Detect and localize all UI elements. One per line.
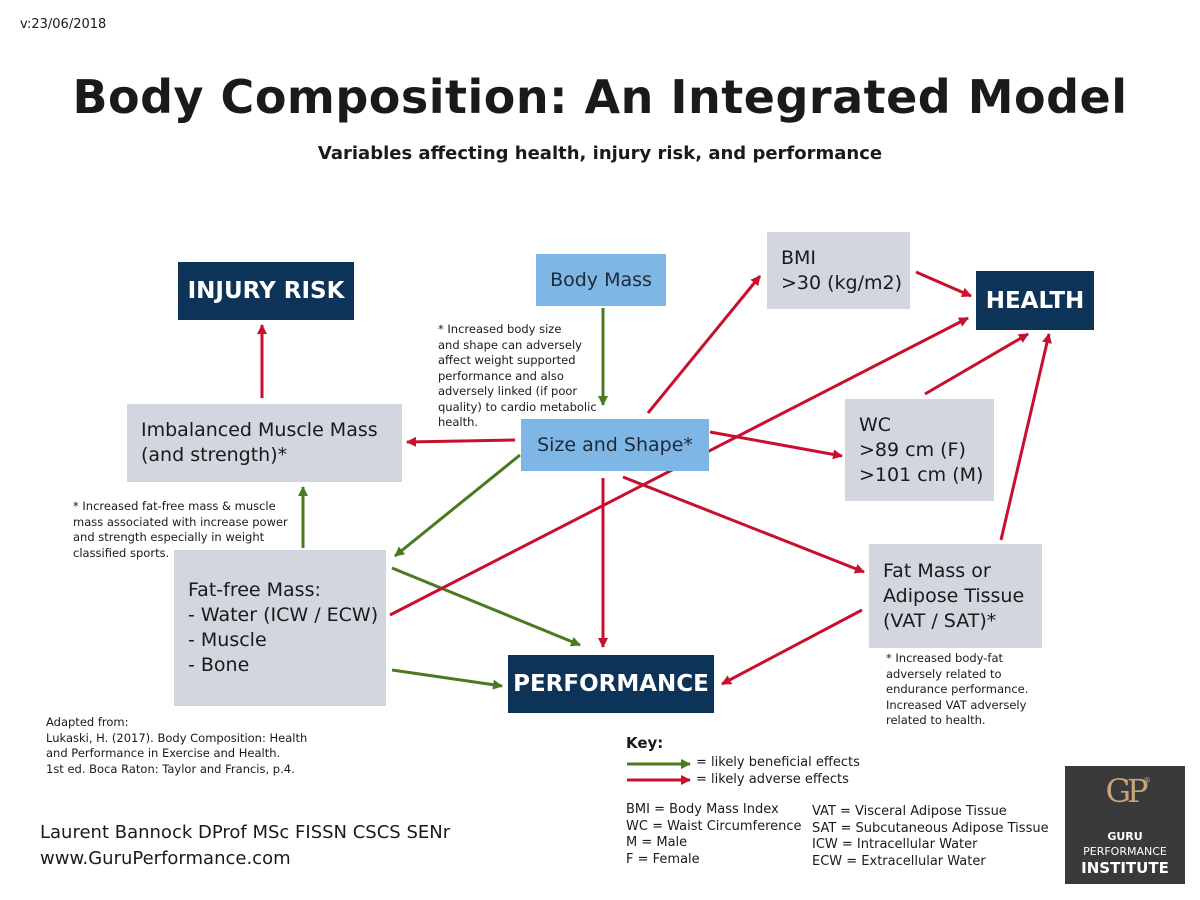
note-line: * Increased body-fat	[886, 651, 1004, 665]
abbreviation: ICW = Intracellular Water	[812, 837, 978, 852]
note-line: health.	[438, 415, 479, 429]
node-fat-mass-line: (VAT / SAT)*	[883, 609, 997, 632]
abbreviations-left: BMI = Body Mass Index WC = Waist Circumf…	[626, 802, 802, 868]
guru-performance-logo: GP ® GURU PERFORMANCE INSTITUTE	[1065, 766, 1185, 884]
node-wc-line: >101 cm (M)	[859, 463, 984, 486]
node-performance: PERFORMANCE	[508, 655, 714, 713]
node-bmi: BMI >30 (kg/m2)	[767, 232, 910, 309]
note-line: related to health.	[886, 713, 986, 727]
arrow-sizeshape-to-bmi	[646, 275, 762, 414]
node-imbalanced-muscle-mass: Imbalanced Muscle Mass (and strength)*	[127, 404, 402, 482]
node-fat-free-line: Fat-free Mass:	[188, 579, 321, 601]
page-subtitle: Variables affecting health, injury risk,…	[317, 143, 883, 164]
note-line: Adapted from:	[46, 715, 129, 729]
logo-line-3: INSTITUTE	[1081, 859, 1169, 877]
logo-monogram: GP	[1105, 772, 1148, 810]
abbreviation: M = Male	[626, 835, 688, 850]
node-injury-risk: INJURY RISK	[178, 262, 354, 320]
node-body-mass: Body Mass	[536, 254, 666, 306]
note-line: adversely linked (if poor	[438, 384, 578, 398]
node-bmi-line: >30 (kg/m2)	[781, 271, 903, 294]
arrow-fatfree-to-performance-1	[391, 566, 581, 647]
note-line: Increased VAT adversely	[886, 697, 1027, 712]
note-line: 1st ed. Boca Raton: Taylor and Francis, …	[46, 761, 295, 776]
note-line: and shape can adversely	[438, 337, 582, 352]
abbreviation: BMI = Body Mass Index	[626, 802, 779, 817]
note-fat-free: * Increased fat-free mass & muscle mass …	[73, 499, 288, 561]
note-line: mass associated with increase power	[73, 514, 288, 529]
arrow-bmi-to-health	[915, 270, 972, 298]
abbreviation: F = Female	[626, 851, 700, 867]
logo-line-2: PERFORMANCE	[1083, 845, 1167, 858]
abbreviation: WC = Waist Circumference	[626, 818, 802, 834]
version-label: v:23/06/2018	[20, 17, 107, 32]
node-wc-line: >89 cm (F)	[859, 438, 966, 461]
node-bmi-line: BMI	[781, 246, 817, 269]
note-size-shape: * Increased body size and shape can adve…	[438, 322, 597, 431]
note-line: endurance performance.	[886, 682, 1029, 696]
node-imbalanced-line: (and strength)*	[141, 444, 288, 466]
author-credit: Laurent Bannock DProf MSc FISSN CSCS SEN…	[40, 820, 450, 872]
node-fat-free-mass: Fat-free Mass: - Water (ICW / ECW) - Mus…	[174, 550, 386, 706]
arrow-sizeshape-to-fatfree	[394, 453, 521, 558]
node-size-and-shape: Size and Shape*	[521, 419, 709, 471]
abbreviation: SAT = Subcutaneous Adipose Tissue	[812, 820, 1049, 836]
page-title: Body Composition: An Integrated Model	[72, 70, 1128, 124]
note-line: performance and also	[438, 368, 564, 383]
note-line: affect weight supported	[438, 353, 576, 367]
arrow-wc-to-health	[924, 332, 1029, 396]
node-fat-mass-line: Fat Mass or	[883, 559, 991, 582]
arrow-fatfree-to-performance-2	[391, 668, 503, 690]
abbreviation: VAT = Visceral Adipose Tissue	[812, 804, 1007, 819]
note-adapted-from: Adapted from: Lukaski, H. (2017). Body C…	[46, 715, 307, 777]
arrow-sizeshape-to-imbalanced	[406, 436, 516, 447]
arrow-fatmass-to-performance	[721, 608, 863, 686]
node-fat-free-line: - Muscle	[188, 629, 267, 651]
node-wc: WC >89 cm (F) >101 cm (M)	[845, 399, 994, 501]
author-name: Laurent Bannock DProf MSc FISSN CSCS SEN…	[40, 822, 451, 843]
node-fat-mass: Fat Mass or Adipose Tissue (VAT / SAT)*	[869, 544, 1042, 648]
key-title: Key:	[626, 734, 664, 752]
author-website[interactable]: www.GuruPerformance.com	[40, 848, 291, 869]
note-line: * Increased body size	[438, 322, 562, 336]
key-beneficial-label: = likely beneficial effects	[696, 755, 860, 770]
abbreviation: ECW = Extracellular Water	[812, 853, 986, 869]
node-wc-line: WC	[859, 413, 892, 436]
note-line: adversely related to	[886, 666, 1002, 681]
node-health: HEALTH	[976, 271, 1094, 330]
key-adverse-label: = likely adverse effects	[696, 772, 849, 787]
arrow-sizeshape-to-fatmass	[622, 475, 865, 574]
logo-registered-mark: ®	[1143, 776, 1151, 785]
note-line: * Increased fat-free mass & muscle	[73, 499, 276, 513]
note-line: classified sports.	[73, 545, 170, 560]
arrow-fatmass-to-health	[999, 333, 1052, 541]
node-fat-mass-line: Adipose Tissue	[883, 584, 1025, 607]
note-line: Lukaski, H. (2017). Body Composition: He…	[46, 730, 308, 745]
node-fat-free-line: - Water (ICW / ECW)	[188, 604, 379, 626]
note-line: and strength especially in weight	[73, 530, 265, 544]
abbreviations-right: VAT = Visceral Adipose Tissue SAT = Subc…	[812, 804, 1049, 870]
node-imbalanced-line: Imbalanced Muscle Mass	[141, 419, 378, 441]
note-fat-mass: * Increased body-fat adversely related t…	[886, 651, 1028, 729]
arrow-sizeshape-to-wc	[709, 430, 843, 460]
node-fat-free-line: - Bone	[188, 654, 250, 676]
note-line: and Performance in Exercise and Health.	[46, 746, 281, 760]
logo-line-1: GURU	[1107, 830, 1143, 843]
note-line: quality) to cardio metabolic	[438, 399, 597, 414]
